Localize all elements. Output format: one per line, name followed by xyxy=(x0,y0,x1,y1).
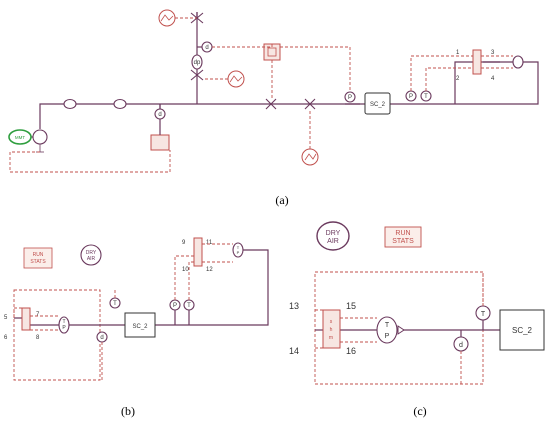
svg-text:3: 3 xyxy=(491,50,495,56)
dp-sensor xyxy=(191,54,203,70)
tp-sensor-a xyxy=(512,55,524,69)
pump-icon xyxy=(32,129,48,145)
svg-text:11: 11 xyxy=(206,240,213,246)
run-stats-button-c[interactable] xyxy=(384,226,422,248)
svg-text:P: P xyxy=(409,94,413,100)
svg-text:12: 12 xyxy=(206,267,213,273)
mixer-c xyxy=(322,309,341,349)
svg-text:d: d xyxy=(459,342,463,349)
svg-text:P: P xyxy=(385,333,390,340)
main-pipe-a xyxy=(39,103,360,129)
svg-text:9: 9 xyxy=(182,240,186,246)
svg-text:SC_2: SC_2 xyxy=(512,326,533,335)
valve-mid xyxy=(190,69,204,81)
run-stats-button-b[interactable] xyxy=(23,247,53,269)
svg-text:10: 10 xyxy=(182,267,189,273)
caption-c: (c) xyxy=(413,404,426,418)
svg-text:d: d xyxy=(158,112,161,118)
p-sensor-a1 xyxy=(344,91,356,103)
svg-text:TP: TP xyxy=(62,319,66,331)
svg-text:T: T xyxy=(187,303,191,309)
signal-gauge-3-icon xyxy=(301,148,319,166)
svg-text:T: T xyxy=(424,94,428,100)
svg-text:SC_2: SC_2 xyxy=(370,102,386,108)
svg-text:14: 14 xyxy=(289,346,299,356)
svg-text:8: 8 xyxy=(36,335,40,341)
svg-text:5: 5 xyxy=(4,315,8,321)
fan-icon xyxy=(8,129,32,145)
mixer-b1 xyxy=(21,307,31,331)
enclosure-b xyxy=(13,289,101,381)
svg-text:TP: TP xyxy=(237,245,240,255)
mixer-a xyxy=(472,49,482,75)
flow-sensor-2 xyxy=(113,98,127,110)
svg-text:s: s xyxy=(330,319,333,325)
svg-text:dp: dp xyxy=(194,60,201,66)
svg-text:7: 7 xyxy=(36,312,40,318)
svg-text:T: T xyxy=(113,301,117,307)
caption-b: (b) xyxy=(121,404,135,418)
svg-text:h: h xyxy=(330,327,333,333)
svg-text:1: 1 xyxy=(456,50,460,56)
svg-text:d: d xyxy=(205,45,208,51)
svg-text:6: 6 xyxy=(4,335,8,341)
fan-label: MMT xyxy=(15,135,25,140)
tp-sensor-b2 xyxy=(232,242,244,258)
svg-text:m: m xyxy=(329,335,333,341)
svg-text:P: P xyxy=(173,303,177,309)
svg-text:16: 16 xyxy=(346,346,356,356)
caption-a: (a) xyxy=(275,193,288,207)
flow-sensor-1 xyxy=(63,98,77,110)
sc-box-c xyxy=(499,309,545,351)
mixer-b2 xyxy=(193,237,203,267)
svg-text:13: 13 xyxy=(289,301,299,311)
svg-text:T: T xyxy=(385,322,390,329)
svg-text:2: 2 xyxy=(456,76,460,82)
dry-air-source-c xyxy=(316,221,350,251)
panel-a: MMT d d dp xyxy=(8,9,539,207)
sc-box-a xyxy=(364,92,391,115)
flow-arrow-icon xyxy=(397,325,405,335)
valve-main-1 xyxy=(265,98,277,110)
svg-text:d: d xyxy=(100,335,103,341)
heater-component xyxy=(150,134,170,151)
sc-box-b xyxy=(124,312,156,338)
svg-text:T: T xyxy=(481,311,486,318)
svg-text:4: 4 xyxy=(491,76,495,82)
svg-text:P: P xyxy=(348,95,352,101)
svg-text:15: 15 xyxy=(346,301,356,311)
tp-sensor-b1 xyxy=(58,316,70,334)
dry-air-source-b xyxy=(80,244,102,266)
tp-sensor-c xyxy=(376,316,398,344)
valve-main-2 xyxy=(304,98,316,110)
svg-text:SC_2: SC_2 xyxy=(132,324,148,330)
d-sensor-a1 xyxy=(154,108,166,120)
